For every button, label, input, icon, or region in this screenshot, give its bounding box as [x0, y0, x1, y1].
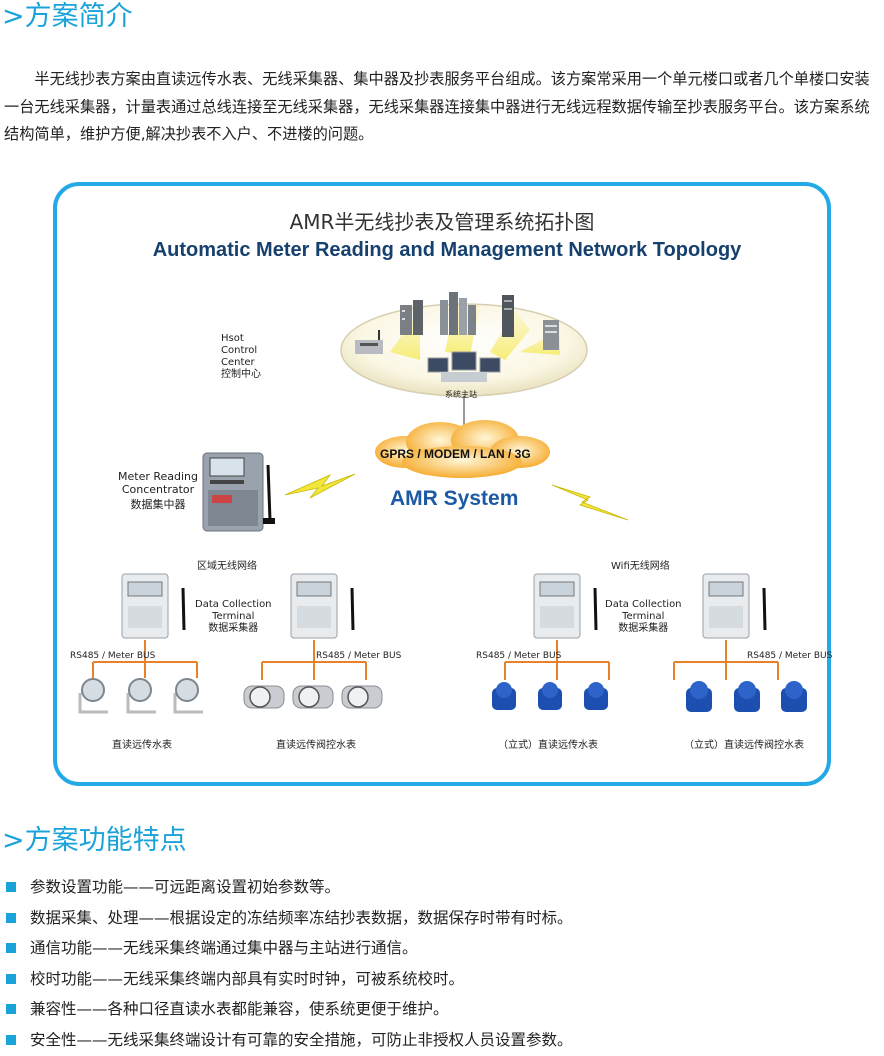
control-center-cn: 控制中心: [221, 369, 261, 380]
feature-text: 数据采集、处理——根据设定的冻结频率冻结抄表数据，数据保存时带有时标。: [30, 908, 573, 927]
intro-paragraph: 半无线抄表方案由直读远传水表、无线采集器、集中器及抄表服务平台组成。该方案常采用…: [4, 66, 884, 149]
meter-group-caption: 直读远传水表: [112, 740, 172, 751]
concentrator-label: Meter Reading Concentrator 数据集中器: [118, 470, 198, 511]
building-icon: [400, 300, 423, 335]
square-bullet-icon: [6, 1004, 16, 1015]
terminal-en-2: Terminal: [622, 611, 665, 622]
building-cluster-icon: [440, 292, 476, 335]
terminal-label-left: Data Collection Terminal 数据采集器: [195, 599, 272, 635]
bus-label: RS485 / Meter BUS: [747, 651, 833, 661]
square-bullet-icon: [6, 973, 16, 984]
intro-text: 半无线抄表方案由直读远传水表、无线采集器、集中器及抄表服务平台组成。该方案常采用…: [4, 70, 870, 143]
collection-terminal-icon: [121, 573, 186, 639]
section-title-intro: >方案简介: [2, 1, 133, 32]
square-bullet-icon: [6, 882, 16, 892]
meter-group-caption: 直读远传阀控水表: [276, 740, 356, 751]
wireless-signal-icon: [284, 473, 629, 521]
diagram-title-en: Automatic Meter Reading and Management N…: [152, 239, 742, 261]
control-center-en-1: Hsot: [221, 333, 244, 344]
valve-water-meter-icon: [243, 685, 383, 709]
network-right-label: Wifi无线网络: [611, 561, 670, 572]
terminal-label-right: Data Collection Terminal 数据采集器: [605, 599, 682, 635]
terminal-en-2: Terminal: [212, 611, 255, 622]
feature-item: 安全性——无线采集终端设计有可靠的安全措施，可防止非授权人员设置参数。: [4, 1025, 573, 1056]
server-rack-icon: [543, 320, 559, 350]
vertical-water-meter-icon: [492, 682, 608, 710]
network-left-label: 区域无线网络: [197, 561, 257, 572]
collection-terminal-icon: [702, 573, 767, 639]
feature-text: 兼容性——各种口径直读水表都能兼容，使系统更便于维护。: [30, 1000, 449, 1019]
feature-item: 通信功能——无线采集终端通过集中器与主站进行通信。: [4, 933, 573, 964]
tower-building-icon: [502, 295, 514, 337]
terminal-cn: 数据采集器: [208, 623, 259, 634]
meter-bus-tree: [92, 640, 779, 680]
bus-label: RS485 / Meter BUS: [70, 651, 156, 661]
bus-label: RS485 / Meter BUS: [476, 651, 562, 661]
control-center-en-3: Center: [221, 357, 255, 368]
terminal-en-1: Data Collection: [605, 599, 682, 610]
water-meter-icon: [78, 678, 203, 714]
feature-item: 校时功能——无线采集终端内部具有实时时钟，可被系统校时。: [4, 964, 573, 995]
feature-text: 通信功能——无线采集终端通过集中器与主站进行通信。: [30, 939, 418, 958]
concentrator-en-2: Concentrator: [121, 483, 195, 496]
square-bullet-icon: [6, 943, 16, 954]
meter-group-caption: （立式）直读远传水表: [498, 740, 598, 751]
vertical-valve-meter-icon: [686, 681, 807, 712]
network-cloud-icon: [375, 420, 550, 478]
master-station-label: 系统主站: [445, 390, 477, 399]
amr-system-label: AMR System: [390, 487, 519, 510]
cloud-label: GPRS / MODEM / LAN / 3G: [380, 447, 531, 461]
control-center-en-2: Control: [221, 345, 258, 356]
feature-text: 校时功能——无线采集终端内部具有实时时钟，可被系统校时。: [30, 969, 465, 988]
concentrator-cn: 数据集中器: [130, 498, 186, 511]
concentrator-en-1: Meter Reading: [118, 470, 199, 483]
collection-terminal-icon: [533, 573, 598, 639]
concentrator-device-icon: [202, 452, 275, 532]
feature-text: 安全性——无线采集终端设计有可靠的安全措施，可防止非授权人员设置参数。: [30, 1030, 573, 1049]
feature-text: 参数设置功能——可远距离设置初始参数等。: [30, 878, 341, 896]
square-bullet-icon: [6, 912, 16, 923]
feature-item: 参数设置功能——可远距离设置初始参数等。: [4, 872, 573, 903]
feature-item: 兼容性——各种口径直读水表都能兼容，使系统更便于维护。: [4, 994, 573, 1025]
collection-terminal-icon: [290, 573, 355, 639]
terminal-en-1: Data Collection: [195, 599, 272, 610]
monitor-icon: [427, 351, 501, 382]
section-title-features: >方案功能特点: [2, 825, 187, 856]
diagram-title-cn: AMR半无线抄表及管理系统拓扑图: [289, 210, 595, 234]
feature-list: 参数设置功能——可远距离设置初始参数等。 数据采集、处理——根据设定的冻结频率冻…: [4, 872, 573, 1056]
data-center-icon: [355, 330, 383, 354]
bus-label: RS485 / Meter BUS: [316, 651, 402, 661]
square-bullet-icon: [6, 1034, 16, 1045]
feature-item: 数据采集、处理——根据设定的冻结频率冻结抄表数据，数据保存时带有时标。: [4, 903, 573, 934]
meter-group-caption: （立式）直读远传阀控水表: [684, 740, 804, 751]
terminal-cn: 数据采集器: [618, 623, 669, 634]
control-center-label: Hsot Control Center 控制中心: [221, 333, 261, 381]
